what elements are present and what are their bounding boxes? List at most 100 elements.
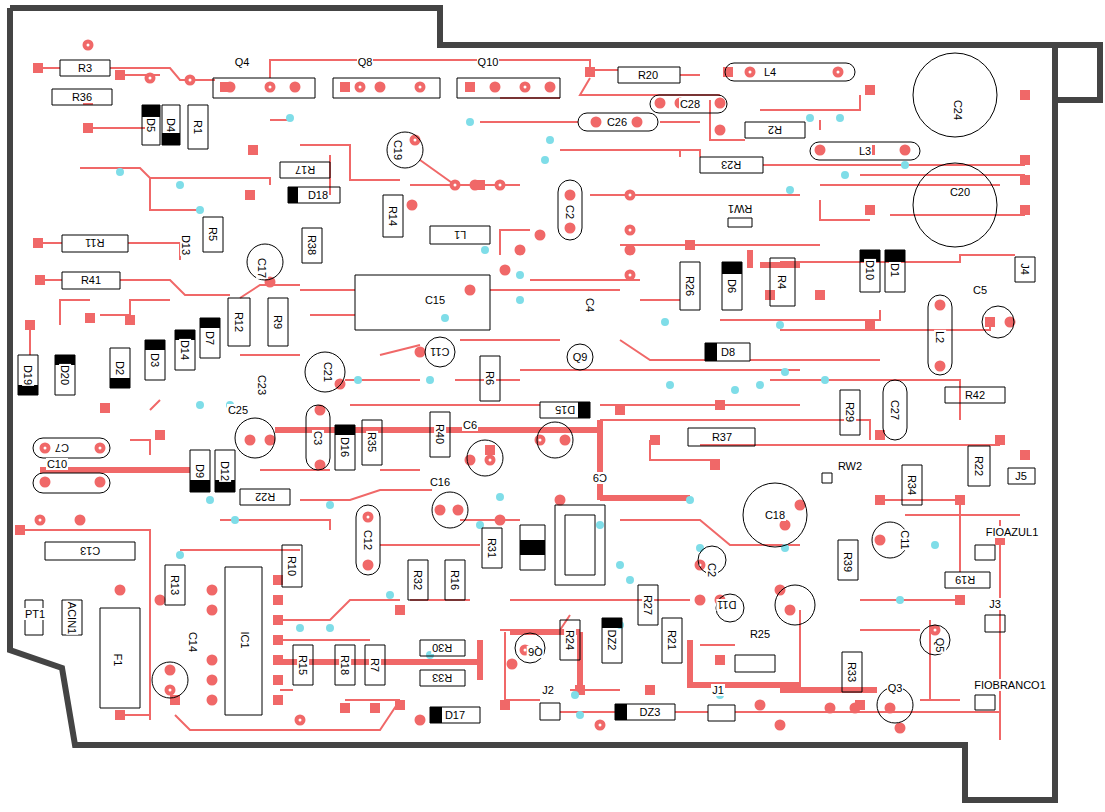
part-label: C7 <box>54 442 70 454</box>
part-label: J1 <box>711 684 725 696</box>
part-label: C2 <box>706 562 718 578</box>
pill-outline <box>33 438 110 458</box>
part-label: C15 <box>424 294 446 306</box>
part-label: R38 <box>306 234 318 256</box>
via <box>120 118 935 715</box>
part-label: D20 <box>59 364 71 386</box>
pill-outline <box>356 505 380 575</box>
part-label: C12 <box>362 529 374 551</box>
part-label: R33 <box>431 672 453 684</box>
part-label: D14 <box>179 339 191 361</box>
square-pad <box>20 68 1025 715</box>
part-label: C16 <box>429 476 451 488</box>
pill-outline <box>558 180 582 240</box>
part-label: R17 <box>294 164 316 176</box>
part-label: R2 <box>767 124 783 136</box>
part-label: R9 <box>272 314 284 330</box>
part-label: Q10 <box>477 56 500 68</box>
part-label: L1 <box>453 229 467 241</box>
part-label: C24 <box>952 99 964 121</box>
part-label: R40 <box>434 423 446 445</box>
part-label: D18 <box>307 189 329 201</box>
part-label: R6 <box>484 370 496 386</box>
part-label: R33 <box>846 661 858 683</box>
part-label: R26 <box>684 275 696 297</box>
part-label: R13 <box>169 574 181 596</box>
part-label: C26 <box>606 116 628 128</box>
part-label: D7 <box>204 330 216 346</box>
part-label: C4 <box>584 297 596 313</box>
pill-outline <box>33 473 110 493</box>
part-label: R37 <box>711 431 733 443</box>
part-label: R10 <box>286 555 298 577</box>
part-label: C28 <box>679 98 701 110</box>
part-label: J4 <box>1019 262 1031 276</box>
part-label: C19 <box>392 139 404 161</box>
part-label: R36 <box>71 91 93 103</box>
part-label: D9 <box>194 463 206 479</box>
part-label: R32 <box>412 569 424 591</box>
part-label: D16 <box>339 436 351 458</box>
part-label: C17 <box>256 257 268 279</box>
part-label: J3 <box>988 598 1002 610</box>
part-label: L2 <box>934 330 946 344</box>
part-label: C3 <box>312 430 324 446</box>
part-label: L4 <box>763 66 777 78</box>
part-label: R14 <box>387 205 399 227</box>
part-label: D15 <box>554 404 576 416</box>
part-label: C25 <box>227 404 249 416</box>
part-label: R42 <box>964 389 986 401</box>
part-label: DZ3 <box>639 706 662 718</box>
part-label: C11 <box>899 529 911 550</box>
part-label: RW1 <box>727 203 753 215</box>
part-label: IC1 <box>239 630 251 649</box>
part-label: ACIN1 <box>66 601 78 635</box>
part-label: R21 <box>666 629 678 651</box>
part-label: R34 <box>906 474 918 496</box>
component-outline <box>18 60 1035 723</box>
part-label: R12 <box>233 311 245 333</box>
part-label: R39 <box>842 551 854 573</box>
part-label: D12 <box>219 460 231 482</box>
round-outline <box>152 53 1014 723</box>
part-label: PT1 <box>24 608 46 620</box>
part-label: C10 <box>46 458 68 470</box>
part-label: R3 <box>77 62 93 74</box>
part-label: D4 <box>165 117 177 133</box>
part-label: J2 <box>541 684 555 696</box>
part-label: D3 <box>149 352 161 368</box>
pill-outline <box>928 295 952 375</box>
part-label: R23 <box>720 159 742 171</box>
part-label: C14 <box>187 631 199 653</box>
part-label: C6 <box>462 419 478 431</box>
part-label: R25 <box>749 628 771 640</box>
part-label: R5 <box>207 226 219 242</box>
part-label: D2 <box>114 360 126 376</box>
part-label: C5 <box>972 284 988 296</box>
part-label: R35 <box>366 431 378 453</box>
part-label: D19 <box>22 364 34 386</box>
part-label: Q8 <box>357 56 374 68</box>
part-label: R29 <box>844 401 856 423</box>
pill-outline <box>810 142 920 160</box>
part-label: R30 <box>431 642 453 654</box>
part-label: D6 <box>726 278 738 294</box>
part-label: C13 <box>79 545 101 557</box>
pad-hole <box>40 45 935 725</box>
part-label: RW2 <box>837 460 863 472</box>
part-label: R4 <box>776 274 788 290</box>
part-label: D13 <box>180 234 192 256</box>
part-label: D5 <box>145 117 157 133</box>
part-label: R19 <box>954 574 976 586</box>
part-label: R27 <box>642 594 654 616</box>
diode-band <box>18 105 905 723</box>
part-label: FIOAZUL1 <box>985 526 1040 538</box>
part-label: R7 <box>369 657 381 673</box>
part-label: C9 <box>592 472 608 484</box>
part-label: C27 <box>889 399 901 421</box>
part-label: R24 <box>564 629 576 651</box>
part-label: R31 <box>486 537 498 559</box>
part-label: D10 <box>864 259 876 281</box>
part-label: C23 <box>256 374 268 396</box>
